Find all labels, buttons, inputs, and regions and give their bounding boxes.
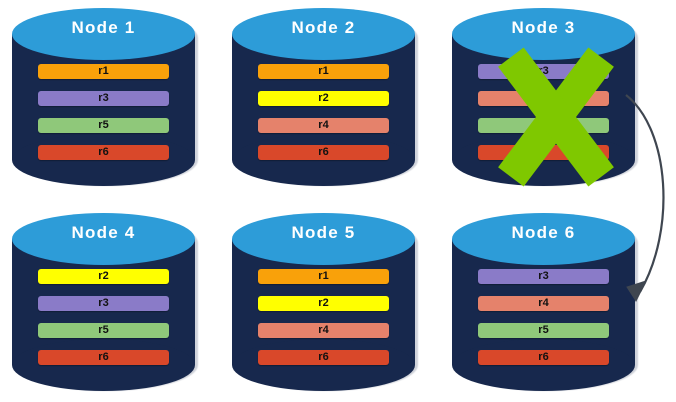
replica-list: r1 r2 r4 r6 [258,64,389,160]
replica-row[interactable]: r6 [258,350,389,365]
cylinder-top-ellipse [452,8,635,60]
cylinder-bottom-ellipse [452,339,635,391]
replica-row[interactable]: r4 [258,118,389,133]
cylinder-bottom-ellipse [12,134,195,186]
replica-list: r1 r3 r5 r6 [38,64,169,160]
cylinder-bottom-ellipse [232,339,415,391]
replica-row[interactable]: r1 [38,64,169,79]
replica-list: r1 r2 r4 r6 [258,269,389,365]
replica-row[interactable]: r4 [478,91,609,106]
replica-row[interactable]: r6 [38,145,169,160]
cylinder-bottom-ellipse [232,134,415,186]
replica-row[interactable]: r5 [478,323,609,338]
replica-row[interactable]: r3 [478,269,609,284]
replica-row[interactable]: r6 [478,145,609,160]
replica-row[interactable]: r5 [478,118,609,133]
cylinder-top-ellipse [232,8,415,60]
replica-list: r2 r3 r5 r6 [38,269,169,365]
replica-row[interactable]: r2 [258,296,389,311]
cylinder-top-ellipse [452,213,635,265]
replica-row[interactable]: r2 [38,269,169,284]
node-cylinder-6[interactable]: Node 6 r3 r4 r5 r6 [452,213,638,391]
replica-row[interactable]: r1 [258,64,389,79]
replica-row[interactable]: r4 [258,323,389,338]
cylinder-top-ellipse [12,8,195,60]
replica-row[interactable]: r6 [38,350,169,365]
replica-list: r3 r4 r5 r6 [478,269,609,365]
node-cylinder-4[interactable]: Node 4 r2 r3 r5 r6 [12,213,198,391]
replica-row[interactable]: r4 [478,296,609,311]
replica-row[interactable]: r5 [38,323,169,338]
cylinder-bottom-ellipse [12,339,195,391]
cylinder-top-ellipse [232,213,415,265]
node-cylinder-3[interactable]: Node 3 r3 r4 r5 r6 [452,8,638,187]
replica-row[interactable]: r3 [38,91,169,106]
replica-row[interactable]: r3 [478,64,609,79]
replica-row[interactable]: r5 [38,118,169,133]
node-cylinder-1[interactable]: Node 1 r1 r3 r5 r6 [12,8,198,186]
node-cylinder-2[interactable]: Node 2 r1 r2 r4 r6 [232,8,418,186]
replica-row[interactable]: r2 [258,91,389,106]
cylinder-top-ellipse [12,213,195,265]
replica-list: r3 r4 r5 r6 [478,64,609,160]
replica-row[interactable]: r3 [38,296,169,311]
node-cylinder-5[interactable]: Node 5 r1 r2 r4 r6 [232,213,418,391]
replica-row[interactable]: r6 [258,145,389,160]
replica-row[interactable]: r6 [478,350,609,365]
replica-row[interactable]: r1 [258,269,389,284]
